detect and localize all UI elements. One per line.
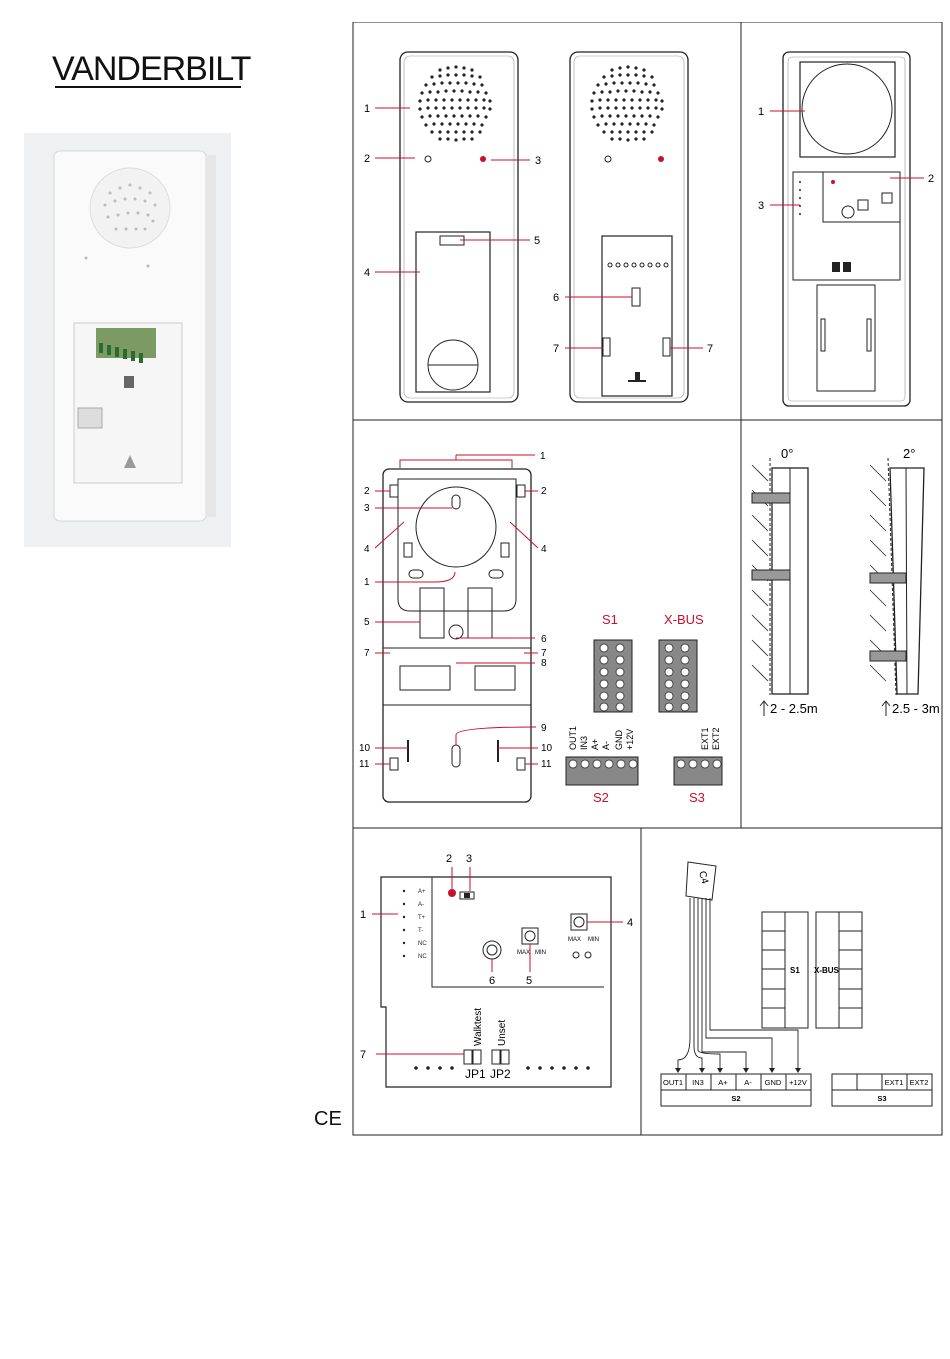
p3-callout-11b: 11 (541, 759, 552, 770)
s3-label: S3 (689, 790, 705, 805)
p6-s2-gnd: GND (765, 1078, 782, 1087)
pot5-min: MIN (535, 950, 546, 956)
side-term-tplus: T+ (418, 915, 426, 921)
unset-label: Unset (497, 1020, 508, 1046)
p5-callout-3: 3 (466, 853, 472, 865)
p6-s2-label: S2 (731, 1094, 740, 1103)
product-photo (24, 133, 231, 547)
callout-6: 6 (553, 292, 559, 304)
panel-mounting-angle: 0° 2° 2 - 2.5m 2.5 - 3m (752, 446, 940, 716)
side-term-nc2: NC (418, 954, 427, 960)
p3-callout-1b: 1 (364, 577, 370, 588)
p3-callout-1: 1 (540, 451, 546, 462)
p5-callout-1: 1 (360, 909, 366, 921)
p6-s3-label: S3 (877, 1094, 886, 1103)
callout-7-left: 7 (553, 343, 559, 355)
p5-callout-5: 5 (526, 975, 532, 987)
p3-callout-11a: 11 (359, 759, 370, 770)
s2-term-12v: +12V (625, 729, 635, 750)
panel-internal-view: 1 2 3 (758, 52, 934, 406)
height-1: 2 - 2.5m (770, 701, 818, 716)
s2-term-in3: IN3 (579, 736, 589, 750)
p3-callout-10a: 10 (359, 743, 371, 754)
side-term-aplus: A+ (418, 889, 426, 895)
pot4-min: MIN (588, 937, 599, 943)
p6-s1: S1 (790, 966, 800, 975)
p2-callout-2: 2 (928, 173, 934, 185)
callout-5: 5 (534, 235, 540, 247)
pot5-max: MAX (517, 950, 530, 956)
s2-term-aminus: A- (601, 741, 611, 750)
p3-callout-5: 5 (364, 617, 370, 628)
p3-callout-7a: 7 (364, 648, 370, 659)
p3-callout-2b: 2 (541, 486, 547, 497)
p6-s2-12v: +12V (789, 1078, 807, 1087)
p5-callout-4: 4 (627, 917, 633, 929)
callout-3: 3 (535, 155, 541, 167)
side-term-nc1: NC (418, 941, 427, 947)
panel-wiring: C4 S1 X-BUS OUT1 IN3 A+ A- GND (661, 862, 932, 1106)
p5-callout-2: 2 (446, 853, 452, 865)
side-term-tminus: T- (418, 928, 423, 934)
xbus-label: X-BUS (664, 612, 704, 627)
ce-mark: CE (314, 1108, 342, 1131)
cable-label: C4 (696, 870, 710, 886)
callout-2: 2 (364, 153, 370, 165)
s1-label: S1 (602, 612, 618, 627)
s3-term-ext2: EXT2 (711, 727, 721, 750)
p2-callout-1: 1 (758, 106, 764, 118)
p3-callout-3: 3 (364, 503, 370, 514)
side-term-aminus: A- (418, 902, 424, 908)
p3-callout-4a: 4 (364, 544, 370, 555)
p6-s2-aplus: A+ (718, 1078, 728, 1087)
p6-xbus: X-BUS (814, 966, 840, 975)
jp1-label: JP1 (465, 1067, 486, 1081)
s2-label: S2 (593, 790, 609, 805)
callout-1: 1 (364, 103, 370, 115)
p5-callout-6: 6 (489, 975, 495, 987)
p6-s3-ext2: EXT2 (910, 1078, 929, 1087)
callout-7-right: 7 (707, 343, 713, 355)
pot4-max: MAX (568, 937, 581, 943)
p3-callout-2a: 2 (364, 486, 370, 497)
p3-callout-6: 6 (541, 634, 547, 645)
callout-4: 4 (364, 267, 370, 279)
p3-callout-10b: 10 (541, 743, 553, 754)
p6-s2-out1: OUT1 (663, 1078, 683, 1087)
logo-underline (55, 86, 241, 88)
height-2: 2.5 - 3m (892, 701, 940, 716)
diagram-grid: 1 2 3 5 4 6 7 7 (352, 22, 944, 1136)
p5-callout-7: 7 (360, 1049, 366, 1061)
p6-s2-aminus: A- (744, 1078, 752, 1087)
p6-s2-in3: IN3 (692, 1078, 704, 1087)
p3-callout-4b: 4 (541, 544, 547, 555)
angle-0: 0° (781, 446, 793, 461)
panel-pcb: A+ A- T+ T- NC NC MAX MIN MAX MIN Walkte… (360, 853, 633, 1087)
p3-callout-8: 8 (541, 658, 547, 669)
brand-logo: VANDERBILT (52, 50, 250, 89)
angle-2: 2° (903, 446, 915, 461)
p6-s3-ext1: EXT1 (885, 1078, 904, 1087)
s2-term-gnd: GND (614, 730, 624, 751)
panel-front-views: 1 2 3 5 4 6 7 7 (364, 52, 713, 402)
panel-back-plate: 1 2 2 3 4 4 1 5 6 7 7 8 9 10 10 11 11 S1… (359, 451, 722, 805)
p3-callout-9: 9 (541, 723, 547, 734)
walktest-label: Walktest (473, 1008, 484, 1046)
s2-term-aplus: A+ (590, 739, 600, 750)
p2-callout-3: 3 (758, 200, 764, 212)
s2-term-out1: OUT1 (568, 726, 578, 750)
s3-term-ext1: EXT1 (700, 727, 710, 750)
jp2-label: JP2 (490, 1067, 511, 1081)
